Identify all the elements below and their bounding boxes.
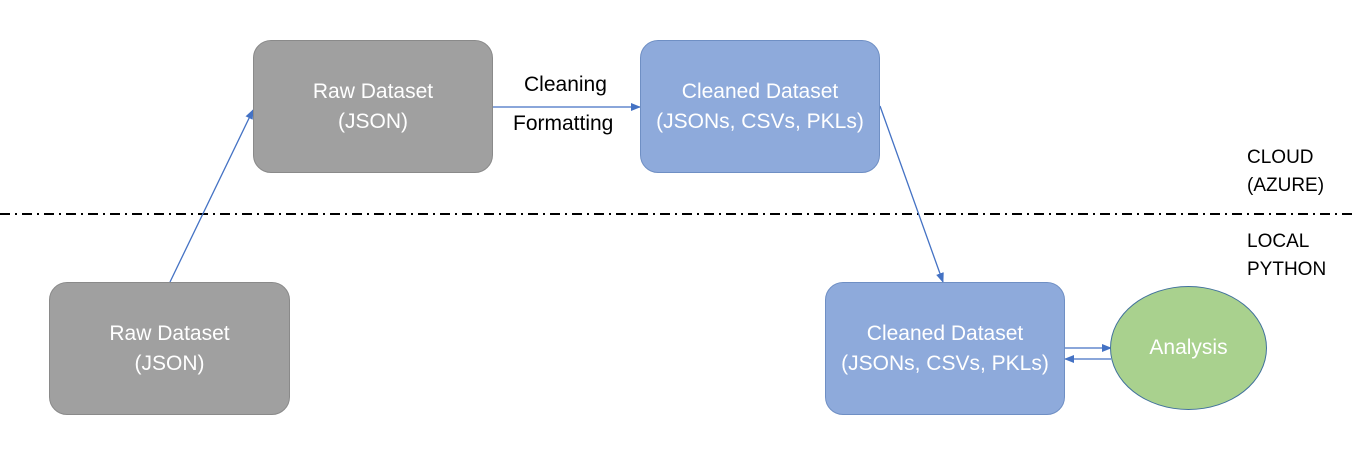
local-cleaned-dataset-format: (JSONs, CSVs, PKLs)	[841, 351, 1049, 375]
cloud-region-line2: (AZURE)	[1247, 175, 1325, 196]
local-raw-dataset-box: Raw Dataset (JSON)	[49, 282, 290, 415]
arrow-cloud-to-local-cleaned	[879, 105, 944, 283]
local-region-line1: LOCAL	[1247, 231, 1310, 252]
local-region-label: LOCAL PYTHON	[1247, 228, 1326, 284]
cloud-region-line1: CLOUD	[1247, 147, 1314, 168]
local-region-line2: PYTHON	[1247, 259, 1327, 280]
cloud-cleaned-dataset-title: Cleaned Dataset	[681, 79, 839, 103]
formatting-label: Formatting	[513, 112, 614, 135]
cloud-raw-dataset-format: (JSON)	[338, 109, 408, 133]
analysis-label: Analysis	[1149, 336, 1228, 359]
cloud-cleaned-dataset-box: Cleaned Dataset (JSONs, CSVs, PKLs)	[640, 40, 880, 173]
local-cleaned-dataset-title: Cleaned Dataset	[866, 321, 1024, 345]
cloud-region-label: CLOUD (AZURE)	[1247, 144, 1324, 200]
local-raw-dataset-title: Raw Dataset	[109, 321, 230, 345]
cloud-raw-dataset-title: Raw Dataset	[312, 79, 434, 103]
cleaning-label: Cleaning	[524, 73, 607, 96]
analysis-ellipse: Analysis	[1110, 286, 1267, 410]
arrow-local-raw-to-cloud-raw	[169, 109, 254, 283]
local-cleaned-dataset-box: Cleaned Dataset (JSONs, CSVs, PKLs)	[825, 282, 1065, 415]
local-raw-dataset-format: (JSON)	[134, 351, 205, 375]
cloud-raw-dataset-box: Raw Dataset (JSON)	[253, 40, 493, 173]
cloud-cleaned-dataset-format: (JSONs, CSVs, PKLs)	[656, 109, 864, 133]
